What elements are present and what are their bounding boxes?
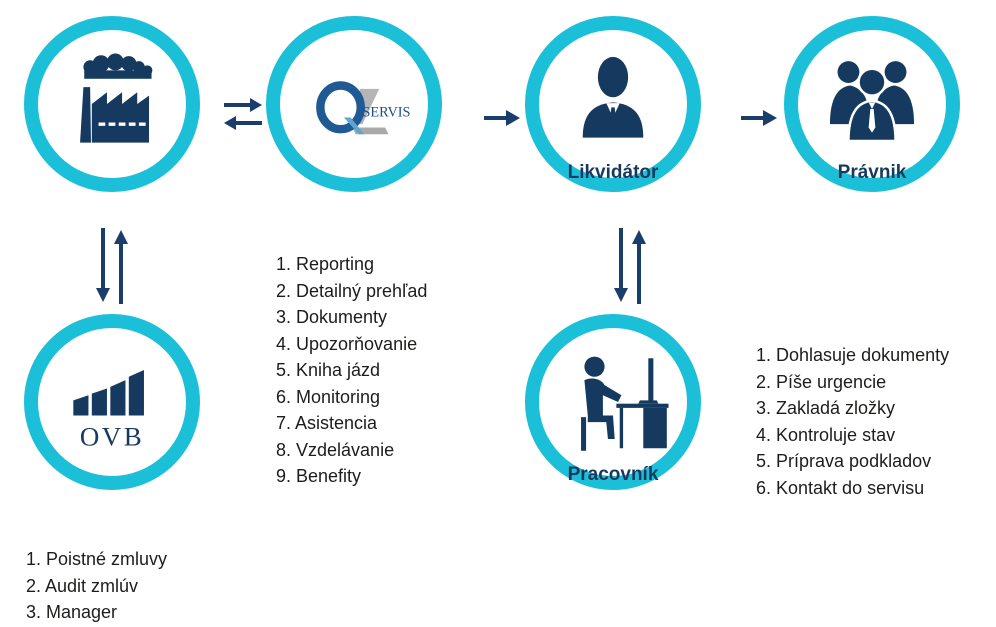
list-item: 2. Audit zmlúv <box>26 575 139 596</box>
pracovnik-tasks-list: 1. Dohlasuje dokumenty 2. Píše urgencie 3.… <box>756 342 949 501</box>
list-item: 4. Kontroluje stav <box>756 424 896 445</box>
ovb-services-list: 1. Poistné zmluvy 2. Audit zmlúv 3. Manage… <box>26 546 167 626</box>
ovb-logo-text: OVB <box>80 422 144 452</box>
list-item: 2. Detailný prehľad <box>276 280 428 301</box>
factory-node <box>24 16 200 192</box>
office-worker-icon <box>581 356 669 451</box>
qservis-features-list: 1. Reporting 2. Detailný prehľad 3. Dokume… <box>276 251 427 490</box>
list-item: 5. Príprava podkladov <box>756 451 932 471</box>
ovb-node: OVB <box>24 314 200 490</box>
likvidator-pravnik-arrow <box>741 110 777 126</box>
qservis-node: SERVIS <box>266 16 442 192</box>
list-item: 9. Benefity <box>276 466 362 486</box>
list-item: 7. Asistencia <box>276 413 378 433</box>
pravnik-node: Právnik <box>784 16 960 192</box>
list-item: 6. Monitoring <box>276 386 381 407</box>
list-item: 3. Zakladá zložky <box>756 398 896 418</box>
list-item: 3. Manager <box>26 602 118 622</box>
factory-qservis-bidirectional-arrow <box>224 98 262 130</box>
list-item: 8. Vzdelávanie <box>276 439 395 460</box>
ovb-logo: OVB <box>73 370 144 452</box>
group-icon <box>829 61 915 143</box>
list-item: 4. Upozorňovanie <box>276 333 418 354</box>
factory-icon <box>80 53 153 143</box>
list-item: 5. Kniha jázd <box>276 360 381 380</box>
businessman-icon <box>582 56 644 138</box>
qservis-logo: SERVIS <box>316 81 411 135</box>
list-item: 1. Reporting <box>276 254 375 274</box>
list-item: 6. Kontakt do servisu <box>756 477 925 498</box>
pracovnik-node: Pracovník <box>525 314 701 490</box>
list-item: 2. Píše urgencie <box>756 371 887 392</box>
likvidator-label: Likvidátor <box>567 162 659 183</box>
pracovnik-label: Pracovník <box>567 464 659 485</box>
qservis-likvidator-arrow <box>484 110 520 126</box>
list-item: 1. Poistné zmluvy <box>26 549 168 569</box>
likvidator-node: Likvidátor <box>525 16 701 192</box>
pravnik-label: Právnik <box>837 162 907 183</box>
qservis-logo-text: SERVIS <box>362 105 410 121</box>
list-item: 1. Dohlasuje dokumenty <box>756 345 950 365</box>
list-item: 3. Dokumenty <box>276 307 388 327</box>
likvidator-pracovnik-bidirectional-arrow <box>614 228 646 304</box>
factory-ovb-bidirectional-arrow <box>96 228 128 304</box>
